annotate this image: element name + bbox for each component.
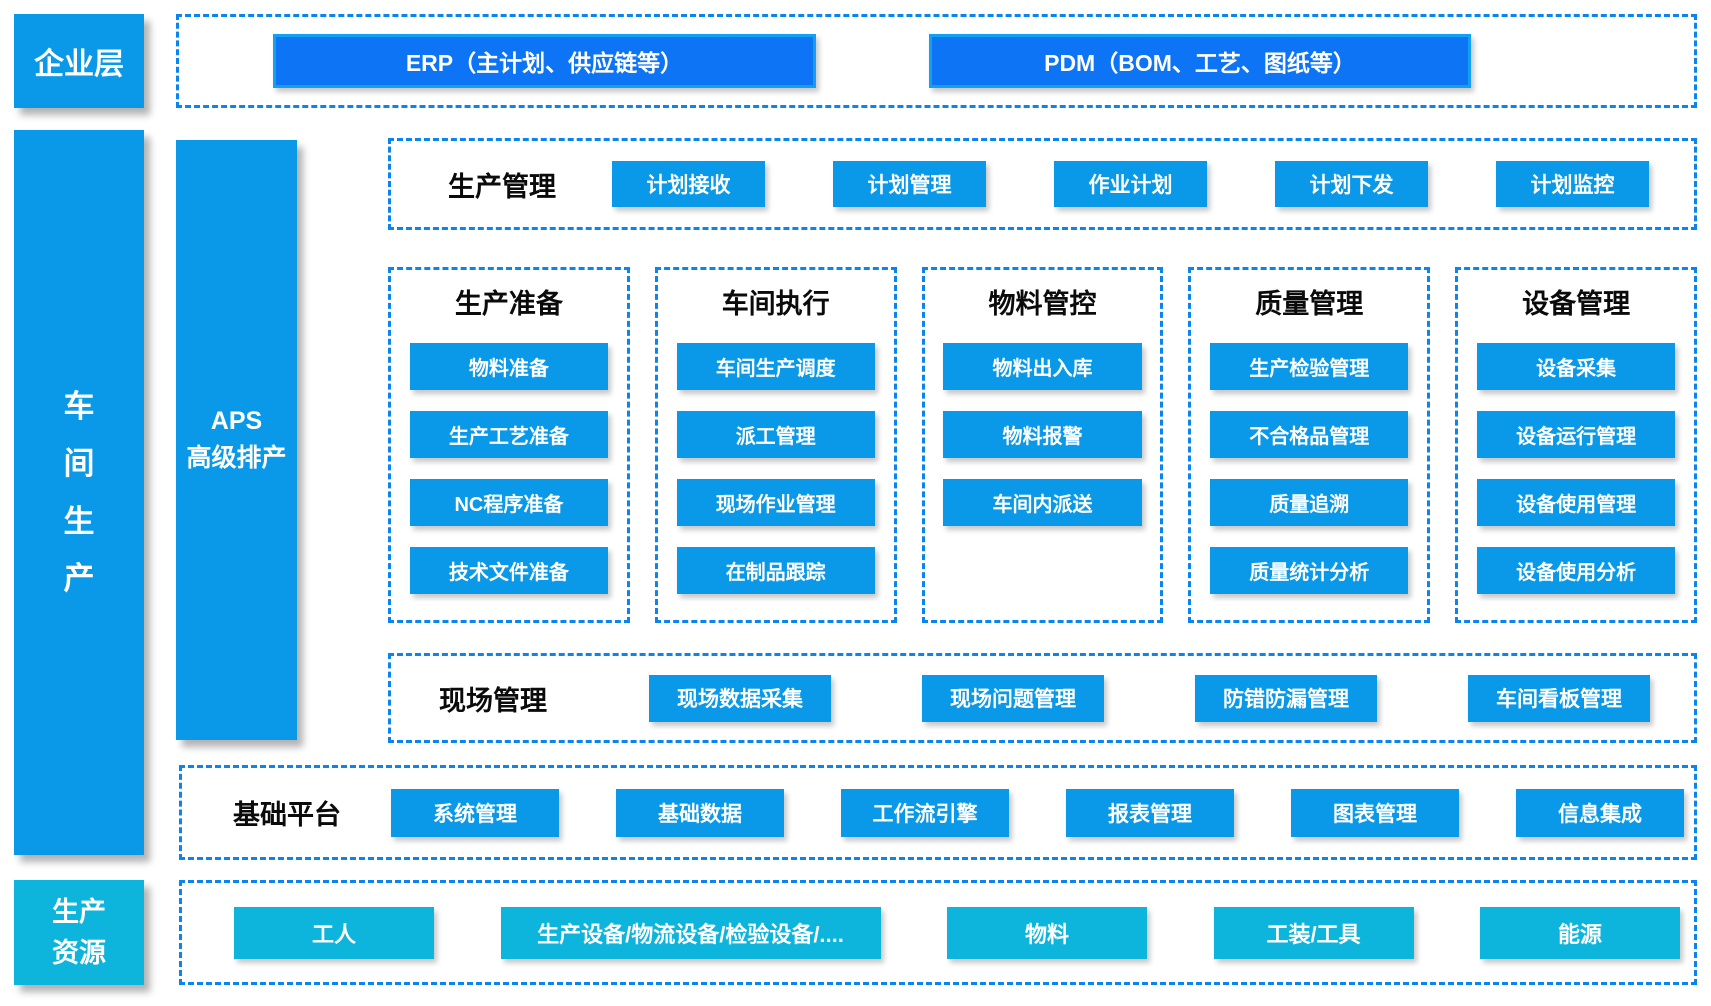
module-node: 不合格品管理 [1210, 411, 1409, 458]
resource-node-energy: 能源 [1480, 906, 1680, 959]
site-management-items: 现场数据采集 现场问题管理 防错防漏管理 车间看板管理 [649, 674, 1650, 722]
module-columns-row: 生产准备 物料准备 生产工艺准备 NC程序准备 技术文件准备 车间执行 车间生产… [388, 267, 1697, 623]
module-node: 生产工艺准备 [409, 411, 608, 458]
module-node: 在制品跟踪 [676, 547, 875, 594]
module-node: 设备使用管理 [1477, 479, 1676, 526]
column-title: 生产准备 [454, 289, 563, 319]
column-workshop-execution: 车间执行 车间生产调度 派工管理 现场作业管理 在制品跟踪 [654, 267, 897, 623]
column-equipment-management: 设备管理 设备采集 设备运行管理 设备使用管理 设备使用分析 [1455, 267, 1697, 623]
column-production-preparation: 生产准备 物料准备 生产工艺准备 NC程序准备 技术文件准备 [388, 267, 630, 623]
module-node-system-management: 系统管理 [391, 788, 559, 837]
module-node: 设备采集 [1477, 343, 1676, 390]
resource-node-workers: 工人 [234, 906, 434, 959]
base-platform-panel: 基础平台 系统管理 基础数据 工作流引擎 报表管理 图表管理 信息集成 [179, 765, 1697, 860]
module-node: 物料报警 [943, 411, 1142, 458]
pdm-system-node: PDM（BOM、工艺、图纸等） [929, 34, 1471, 88]
module-node-information-integration: 信息集成 [1516, 788, 1684, 837]
enterprise-layer-label: 企业层 [14, 14, 144, 108]
site-management-title: 现场管理 [439, 685, 547, 716]
module-node: 质量追溯 [1210, 479, 1409, 526]
column-title: 质量管理 [1255, 289, 1364, 319]
module-node: 设备使用分析 [1477, 547, 1676, 594]
resource-node-equipment: 生产设备/物流设备/检验设备/.... [500, 906, 881, 959]
module-node-site-data-collection: 现场数据采集 [649, 674, 831, 722]
site-management-panel: 现场管理 现场数据采集 现场问题管理 防错防漏管理 车间看板管理 [388, 653, 1697, 743]
module-node: 技术文件准备 [409, 547, 608, 594]
module-node: 生产检验管理 [1210, 343, 1409, 390]
module-node: 物料准备 [409, 343, 608, 390]
production-resources-panel: 工人 生产设备/物流设备/检验设备/.... 物料 工装/工具 能源 [179, 880, 1697, 985]
module-node-plan-dispatch: 计划下发 [1275, 161, 1428, 207]
module-node: NC程序准备 [409, 479, 608, 526]
aps-advanced-scheduling-node: APS 高级排产 [176, 140, 297, 740]
base-platform-items: 系统管理 基础数据 工作流引擎 报表管理 图表管理 信息集成 [391, 788, 1684, 837]
column-quality-management: 质量管理 生产检验管理 不合格品管理 质量追溯 质量统计分析 [1188, 267, 1431, 623]
module-node: 现场作业管理 [676, 479, 875, 526]
module-node-plan-monitor: 计划监控 [1496, 161, 1649, 207]
module-node: 车间内派送 [943, 479, 1142, 526]
module-node: 车间生产调度 [676, 343, 875, 390]
enterprise-systems-panel: ERP（主计划、供应链等） PDM（BOM、工艺、图纸等） [176, 14, 1697, 108]
production-resources-layer-label: 生产 资源 [14, 880, 144, 985]
module-node-job-plan: 作业计划 [1054, 161, 1207, 207]
module-node-report-management: 报表管理 [1066, 788, 1234, 837]
module-node-plan-receive: 计划接收 [612, 161, 765, 207]
column-title: 设备管理 [1522, 289, 1631, 319]
module-node-workflow-engine: 工作流引擎 [841, 788, 1009, 837]
module-node-site-issue-management: 现场问题管理 [922, 674, 1104, 722]
module-node-chart-management: 图表管理 [1291, 788, 1459, 837]
erp-system-node: ERP（主计划、供应链等） [273, 34, 816, 88]
module-node-plan-manage: 计划管理 [833, 161, 986, 207]
resource-node-tooling: 工装/工具 [1213, 906, 1414, 959]
module-node-error-proofing: 防错防漏管理 [1195, 674, 1377, 722]
module-node: 物料出入库 [943, 343, 1142, 390]
module-node-kanban-management: 车间看板管理 [1468, 674, 1650, 722]
base-platform-title: 基础平台 [233, 800, 341, 830]
module-node: 设备运行管理 [1477, 411, 1676, 458]
column-material-control: 物料管控 物料出入库 物料报警 车间内派送 [921, 267, 1164, 623]
column-title: 车间执行 [721, 289, 830, 319]
production-management-items: 计划接收 计划管理 作业计划 计划下发 计划监控 [612, 161, 1649, 207]
workshop-production-layer-label: 车 间 生 产 [14, 130, 144, 855]
production-management-title: 生产管理 [448, 171, 556, 202]
module-node-base-data: 基础数据 [616, 788, 784, 837]
module-node: 质量统计分析 [1210, 547, 1409, 594]
column-title: 物料管控 [988, 289, 1097, 319]
module-node: 派工管理 [676, 411, 875, 458]
production-management-panel: 生产管理 计划接收 计划管理 作业计划 计划下发 计划监控 [388, 138, 1697, 230]
resource-node-materials: 物料 [947, 906, 1147, 959]
